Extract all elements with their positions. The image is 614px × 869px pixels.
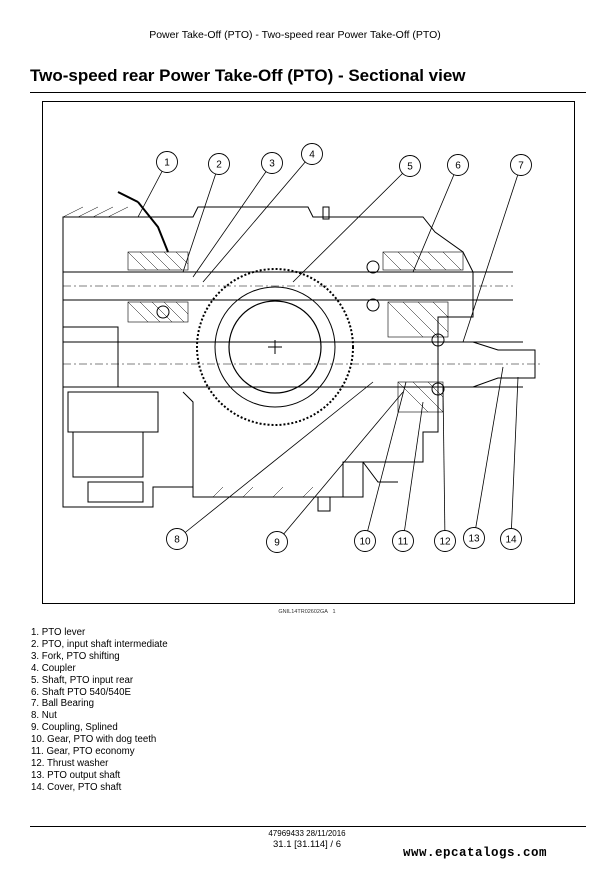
legend-item: 8. Nut [31,710,57,722]
running-header: Power Take-Off (PTO) - Two-speed rear Po… [149,29,441,41]
callout-number: 1 [164,158,170,169]
leader-line [364,381,407,542]
legend-item: 14. Cover, PTO shaft [31,781,122,793]
callout-circle [399,155,421,177]
callout-circle [166,528,188,550]
legend-item: 10. Gear, PTO with dog teeth [31,734,157,746]
callout-number: 5 [407,162,413,173]
legend-item: 4. Coupler [31,662,76,674]
callout-number: 10 [359,537,371,548]
callout-circle [392,530,414,552]
callout-number: 8 [174,535,180,546]
callout-number: 7 [518,161,524,172]
callout-5: 5 [399,155,421,177]
footer-rule [30,826,586,827]
callout-13: 13 [463,527,485,549]
callout-11: 11 [392,530,414,552]
callout-3: 3 [261,152,283,174]
callout-number: 12 [439,537,451,548]
figure-caption: GNIL14TR02602GA 1 [0,609,614,615]
callout-number: 13 [468,534,480,545]
legend-item: 2. PTO, input shaft intermediate [31,638,168,650]
figure-code: GNIL14TR02602GA [278,609,328,615]
callout-circle [463,527,485,549]
callout-number: 4 [309,150,315,161]
legend-item: 12. Thrust washer [31,757,109,769]
callout-circle [208,153,230,175]
legend-item: 7. Ball Bearing [31,698,95,710]
callout-4: 4 [301,143,323,165]
callout-9: 9 [266,531,288,553]
page-title: Two-speed rear Power Take-Off (PTO) - Se… [30,66,466,85]
callout-1: 1 [156,151,178,173]
callout-circle [261,152,283,174]
leader-line [176,381,374,540]
callout-number: 3 [269,159,275,170]
legend-item: 11. Gear, PTO economy [31,746,135,758]
document-reference: 47969433 28/11/2016 [268,829,346,838]
leader-line [462,164,522,343]
leader-line [276,391,404,543]
callout-number: 9 [274,538,280,549]
callout-circle [354,530,376,552]
callout-circle [500,528,522,550]
legend-item: 9. Coupling, Splined [31,722,118,734]
legend-item: 1. PTO lever [31,627,86,638]
callout-circle [510,154,532,176]
callout-7: 7 [510,154,532,176]
callout-number: 11 [398,537,409,548]
leader-line [473,366,504,539]
legend-item: 3. Fork, PTO shifting [31,650,120,662]
callout-6: 6 [447,154,469,176]
legend-item: 13. PTO output shaft [31,769,121,781]
callout-circle [447,154,469,176]
callout-8: 8 [166,528,188,550]
callout-circle [266,531,288,553]
leader-line [292,165,411,283]
figure-number: 1 [332,609,336,615]
leader-line [202,153,313,283]
legend-item: 6. Shaft PTO 540/540E [31,686,131,698]
callout-14: 14 [500,528,522,550]
leader-line [510,376,519,540]
callout-circle [156,151,178,173]
title-rule [30,92,586,93]
leader-line [192,162,273,278]
callout-circle [301,143,323,165]
callout-circle [434,530,456,552]
page-reference: 31.1 [31.114] / 6 [273,839,341,850]
leader-line [442,386,446,542]
callout-2: 2 [208,153,230,175]
parts-legend: 1. PTO lever 2. PTO, input shaft interme… [31,627,168,794]
callout-12: 12 [434,530,456,552]
callout-10: 10 [354,530,376,552]
leader-line [412,164,459,273]
callout-number: 2 [216,160,222,171]
legend-item: 5. Shaft, PTO input rear [31,674,134,686]
leader-line [402,401,424,542]
callout-number: 6 [455,161,461,172]
watermark: www.epcatalogs.com [403,846,548,860]
leader-line [182,163,220,273]
callout-number: 14 [505,535,517,546]
